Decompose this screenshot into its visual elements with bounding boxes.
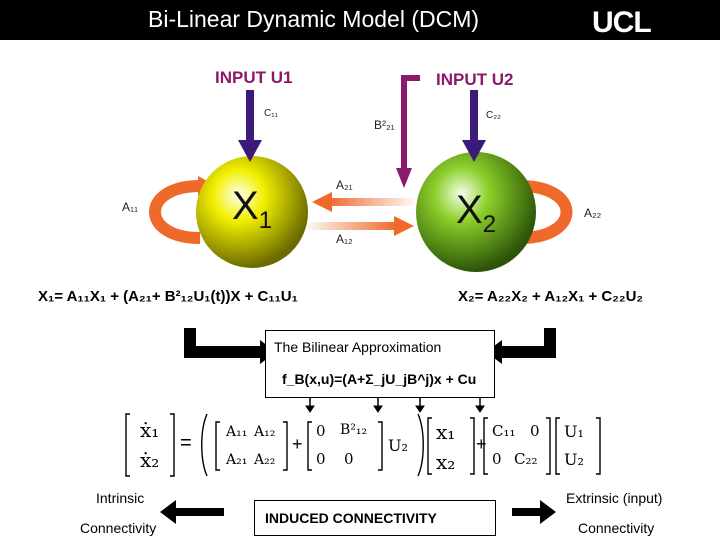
- matrix-c-22: C₂₂: [514, 450, 538, 468]
- extrinsic-label: Extrinsic (input): [566, 490, 662, 506]
- bottom-arrow-right: [512, 500, 556, 524]
- equation-x2: X₂= A₂₂X₂ + A₁₂X₁ + C₂₂U₂: [458, 288, 643, 305]
- plus-sign-2: +: [476, 434, 487, 455]
- equation-x1: X₁= A₁₁X₁ + (A₂₁+ B²₁₂U₁(t))X + C₁₁U₁: [38, 288, 298, 305]
- input-u2-label: INPUT U2: [436, 70, 513, 90]
- node-x1-main: X: [232, 184, 259, 228]
- modulatory-arrow-b: [396, 78, 420, 188]
- node-x2-main: X: [456, 188, 483, 232]
- input-u1-label: INPUT U1: [215, 68, 292, 88]
- vector-x2: x₂: [436, 450, 455, 474]
- label-c22: C₂₂: [486, 110, 501, 121]
- matrix-c-11: C₁₁: [492, 422, 516, 440]
- label-b21: B²₂₁: [374, 118, 395, 132]
- node-x1-label: X1: [232, 184, 272, 235]
- matrix-a-12: A₁₂: [254, 424, 275, 440]
- induced-label: INDUCED CONNECTIVITY: [265, 510, 437, 526]
- matrix-a-21: A₂₁: [226, 452, 247, 468]
- label-a11: A₁₁: [122, 200, 138, 214]
- intrinsic-connectivity-label: Connectivity: [80, 520, 156, 536]
- approx-down-arrows: [306, 398, 484, 412]
- flow-arrow-right: [486, 328, 550, 364]
- arrow-a12: [302, 216, 414, 236]
- lhs-x1: ẋ₁: [140, 418, 159, 442]
- matrix-c-21: 0: [492, 450, 502, 468]
- intrinsic-label: Intrinsic: [96, 490, 144, 506]
- matrix-b-12: B²₁₂: [340, 422, 367, 438]
- lhs-x2: ẋ₂: [140, 448, 159, 472]
- label-a12: A₁₂: [336, 232, 353, 246]
- label-a22: A₂₂: [584, 206, 601, 220]
- equals-sign: =: [180, 432, 192, 455]
- vector-u1: U₁: [564, 422, 584, 441]
- plus-sign-1: +: [292, 434, 303, 455]
- extrinsic-connectivity-label: Connectivity: [578, 520, 654, 536]
- matrix-a-11: A₁₁: [226, 424, 247, 440]
- induced-box: INDUCED CONNECTIVITY: [254, 500, 496, 536]
- matrix-b-11: 0: [316, 422, 326, 440]
- node-x2-sub: 2: [483, 211, 496, 238]
- input-arrow-u2: [462, 90, 486, 162]
- vector-u2: U₂: [564, 450, 584, 469]
- label-a21: A₂₁: [336, 178, 353, 192]
- approx-title: The Bilinear Approximation: [274, 339, 441, 355]
- approx-box: The Bilinear Approximation f_B(x,u)=(A+Σ…: [265, 330, 495, 398]
- vector-x1: x₁: [436, 420, 455, 444]
- input-arrow-u1: [238, 90, 262, 162]
- flow-arrow-left: [190, 328, 276, 364]
- matrix-b-22: 0: [344, 450, 354, 468]
- matrix-b-21: 0: [316, 450, 326, 468]
- u2-factor: U₂: [388, 436, 408, 455]
- matrix-a-22: A₂₂: [254, 452, 275, 468]
- arrow-a21: [312, 192, 418, 212]
- node-x2-label: X2: [456, 188, 496, 239]
- approx-formula: f_B(x,u)=(A+Σ_jU_jB^j)x + Cu: [282, 371, 476, 387]
- matrix-c-12: 0: [530, 422, 540, 440]
- bottom-arrow-left: [160, 500, 224, 524]
- node-x1-sub: 1: [259, 207, 272, 234]
- label-c11: C₁₁: [264, 108, 278, 119]
